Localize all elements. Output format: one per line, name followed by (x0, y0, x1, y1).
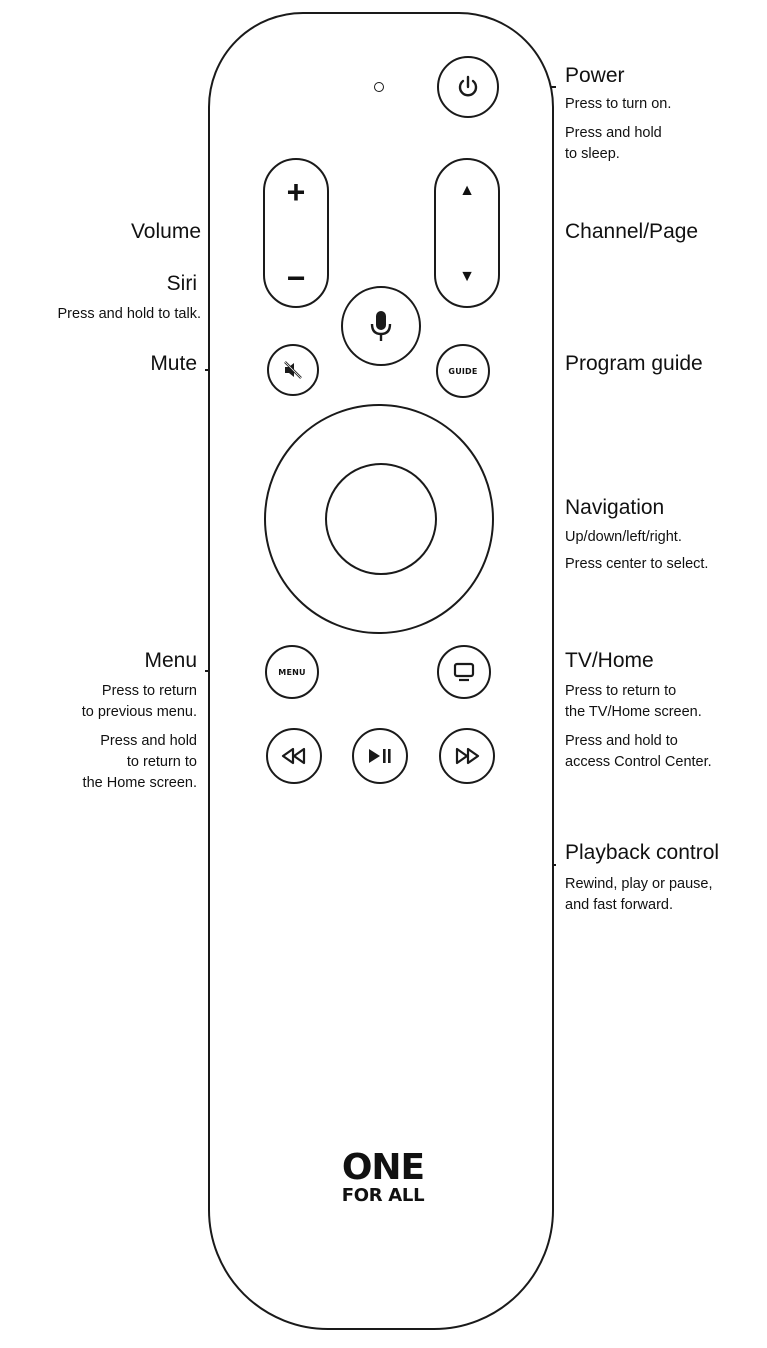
mute-label: Mute (150, 352, 197, 375)
power-description: Press to turn on. Press and hold to slee… (565, 94, 671, 165)
menu-desc-line-1: Press to return (101, 683, 197, 699)
channel-label: Channel/Page (565, 220, 699, 243)
mute-icon (284, 361, 302, 379)
power-desc-line-1: Press to turn on. (565, 96, 672, 112)
menu-desc-line-3: Press and hold (100, 733, 197, 749)
select-button[interactable] (325, 463, 437, 575)
tvhome-description: Press to return to the TV/Home screen. P… (565, 681, 712, 773)
tv-home-button[interactable] (437, 645, 491, 699)
guide-button-label: GUIDE (448, 366, 478, 376)
siri-description: Press and hold to talk. (58, 304, 201, 325)
power-desc-line-2: Press and hold (565, 125, 662, 141)
logo-line-two: FOR ALL (341, 1185, 425, 1206)
tvhome-desc-line-4: access Control Center. (565, 754, 712, 770)
volume-label: Volume (130, 220, 201, 243)
tv-icon (453, 662, 475, 682)
volume-down-icon: − (286, 259, 306, 296)
fast-forward-button[interactable] (439, 728, 495, 784)
power-desc-line-3: to sleep. (565, 146, 620, 162)
rewind-icon (281, 747, 306, 765)
navigation-description: Up/down/left/right. Press center to sele… (565, 527, 708, 575)
playback-description: Rewind, play or pause, and fast forward. (565, 874, 713, 916)
channel-rocker[interactable] (434, 158, 500, 308)
rewind-button[interactable] (266, 728, 322, 784)
tvhome-desc-line-1: Press to return to (565, 683, 677, 699)
navigation-desc-line-2: Press center to select. (565, 556, 709, 572)
playback-label: Playback control (565, 841, 720, 864)
power-icon (458, 75, 478, 97)
menu-label: Menu (144, 649, 197, 672)
volume-rocker[interactable] (263, 158, 329, 308)
menu-button[interactable]: MENU (265, 645, 319, 699)
menu-desc-line-4: to return to (126, 754, 197, 770)
menu-description: Press to return to previous menu. Press … (82, 681, 197, 794)
menu-desc-line-2: to previous menu. (81, 704, 197, 720)
logo-line-one: ONE (341, 1147, 425, 1188)
fast-forward-icon (455, 747, 480, 765)
menu-button-label: MENU (278, 667, 306, 677)
menu-desc-line-5: the Home screen. (82, 775, 197, 791)
power-button[interactable] (437, 56, 499, 118)
tvhome-desc-line-2: the TV/Home screen. (565, 704, 702, 720)
tvhome-desc-line-3: Press and hold to (565, 733, 678, 749)
play-pause-button[interactable] (352, 728, 408, 784)
remote-body (208, 12, 554, 1330)
navigation-desc-line-1: Up/down/left/right. (565, 529, 682, 545)
power-label: Power (565, 64, 625, 87)
brand-logo: ONE FOR ALL (318, 1150, 448, 1206)
tvhome-label: TV/Home (565, 649, 654, 672)
playback-desc-line-1: Rewind, play or pause, (565, 876, 713, 892)
mute-button[interactable] (267, 344, 319, 396)
guide-label: Program guide (565, 352, 703, 375)
channel-down-icon: ▼ (459, 268, 475, 285)
guide-button[interactable]: GUIDE (436, 344, 490, 398)
siri-button[interactable] (341, 286, 421, 366)
volume-up-icon: + (286, 173, 306, 210)
microphone-icon (370, 311, 392, 341)
siri-desc-line-1: Press and hold to talk. (57, 306, 201, 322)
navigation-label: Navigation (565, 496, 665, 519)
channel-up-icon: ▲ (459, 182, 475, 199)
play-pause-icon (369, 749, 391, 763)
status-led (374, 82, 384, 92)
siri-label: Siri (166, 272, 197, 295)
playback-desc-line-2: and fast forward. (565, 897, 673, 913)
